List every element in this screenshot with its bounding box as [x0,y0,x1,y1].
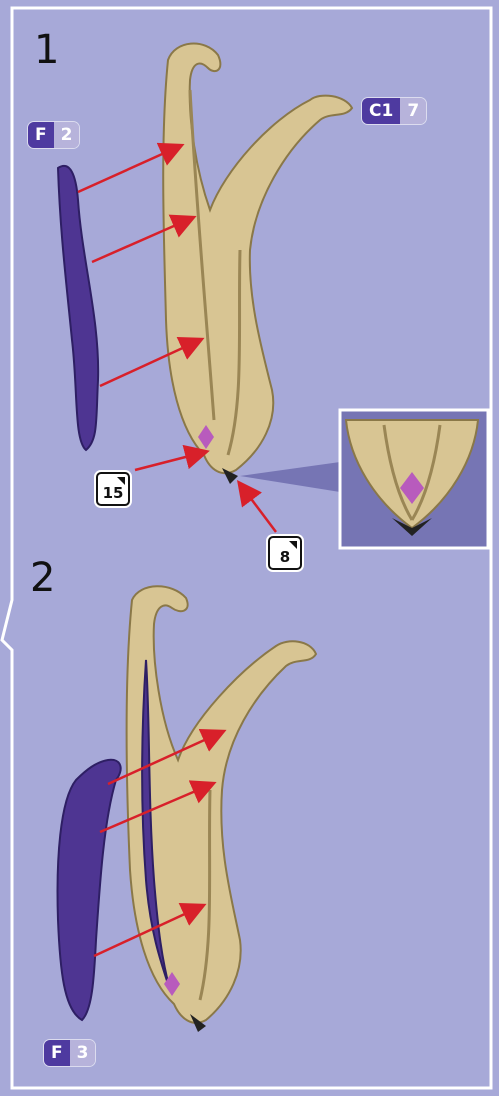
part-count: 7 [400,98,426,124]
bone-claw-step1 [163,44,352,484]
part-letter: C1 [362,98,400,124]
arrow-5 [240,484,276,532]
detail-inset [240,410,488,548]
page-corner-icon [117,477,125,485]
page-ref-15: 15 [96,472,130,506]
purple-spine-piece-step1 [58,166,98,450]
part-letter: F [44,1040,70,1066]
arrow-4 [135,452,205,470]
part-letter: F [28,122,54,148]
page-ref-8: 8 [268,536,302,570]
part-badge-f-step2: F 3 [44,1040,95,1066]
purple-spine-piece-step2 [58,760,121,1020]
step-number-2: 2 [30,558,55,598]
page-corner-icon [289,541,297,549]
step-number-1: 1 [34,30,59,70]
part-count: 3 [70,1040,96,1066]
page-ref-label: 8 [280,548,290,566]
part-badge-f-step1: F 2 [28,122,79,148]
part-count: 2 [54,122,80,148]
page-ref-label: 15 [103,484,124,502]
part-badge-c1: C1 7 [362,98,426,124]
